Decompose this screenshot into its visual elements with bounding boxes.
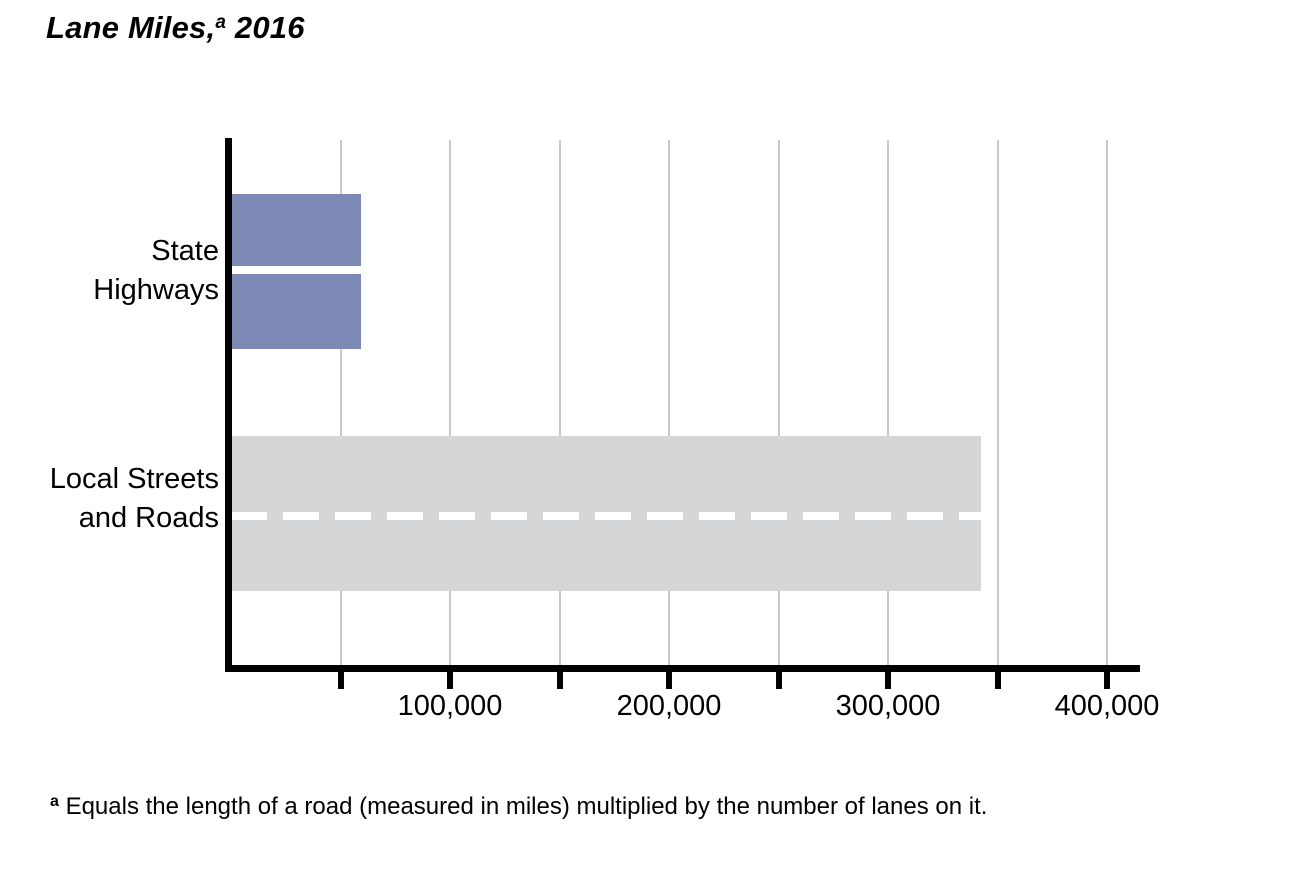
- x-axis-tick: [775, 672, 782, 689]
- y-axis-label-local-streets-and-roads: Local Streets and Roads: [50, 460, 219, 538]
- x-axis-tick-label: 300,000: [835, 690, 941, 722]
- x-axis-tick: [556, 672, 563, 689]
- y-axis-label-line: and Roads: [78, 502, 219, 534]
- y-axis-label-line: Local Streets: [49, 463, 219, 495]
- y-axis-line: [225, 138, 232, 672]
- gridline: [558, 140, 561, 668]
- footnote-marker: a: [50, 793, 59, 810]
- footnote-text: Equals the length of a road (measured in…: [58, 793, 988, 820]
- x-axis-tick: [666, 672, 672, 689]
- x-axis-tick-label: 200,000: [616, 690, 722, 722]
- x-axis-tick: [447, 672, 453, 689]
- x-axis-tick-label: 100,000: [397, 690, 503, 722]
- gridline: [449, 140, 451, 668]
- y-axis-label-line: State: [151, 235, 219, 267]
- bar-local-streets-and-roads-center-stripe: [231, 512, 982, 520]
- x-axis-tick: [337, 672, 344, 689]
- gridline: [1106, 140, 1108, 668]
- bar-state-highways-center-stripe: [231, 266, 362, 274]
- x-axis-tick: [1104, 672, 1110, 689]
- x-axis-line: [225, 665, 1140, 672]
- gridline: [339, 140, 342, 668]
- chart-title: Lane Miles,a 2016: [46, 10, 305, 45]
- gridline: [887, 140, 889, 668]
- y-axis-label-line: Highways: [93, 274, 219, 306]
- x-axis-tick: [994, 672, 1001, 689]
- chart-title-year: 2016: [226, 10, 305, 45]
- gridline: [996, 140, 999, 668]
- gridline: [777, 140, 780, 668]
- x-axis-tick: [885, 672, 891, 689]
- gridline: [668, 140, 670, 668]
- chart-title-main: Lane Miles,: [46, 10, 216, 45]
- x-axis-tick-label: 400,000: [1054, 690, 1160, 722]
- chart-title-footnote-marker: a: [215, 12, 227, 33]
- plot-area: [231, 140, 1136, 668]
- chart-footnote: a Equals the length of a road (measured …: [50, 793, 987, 821]
